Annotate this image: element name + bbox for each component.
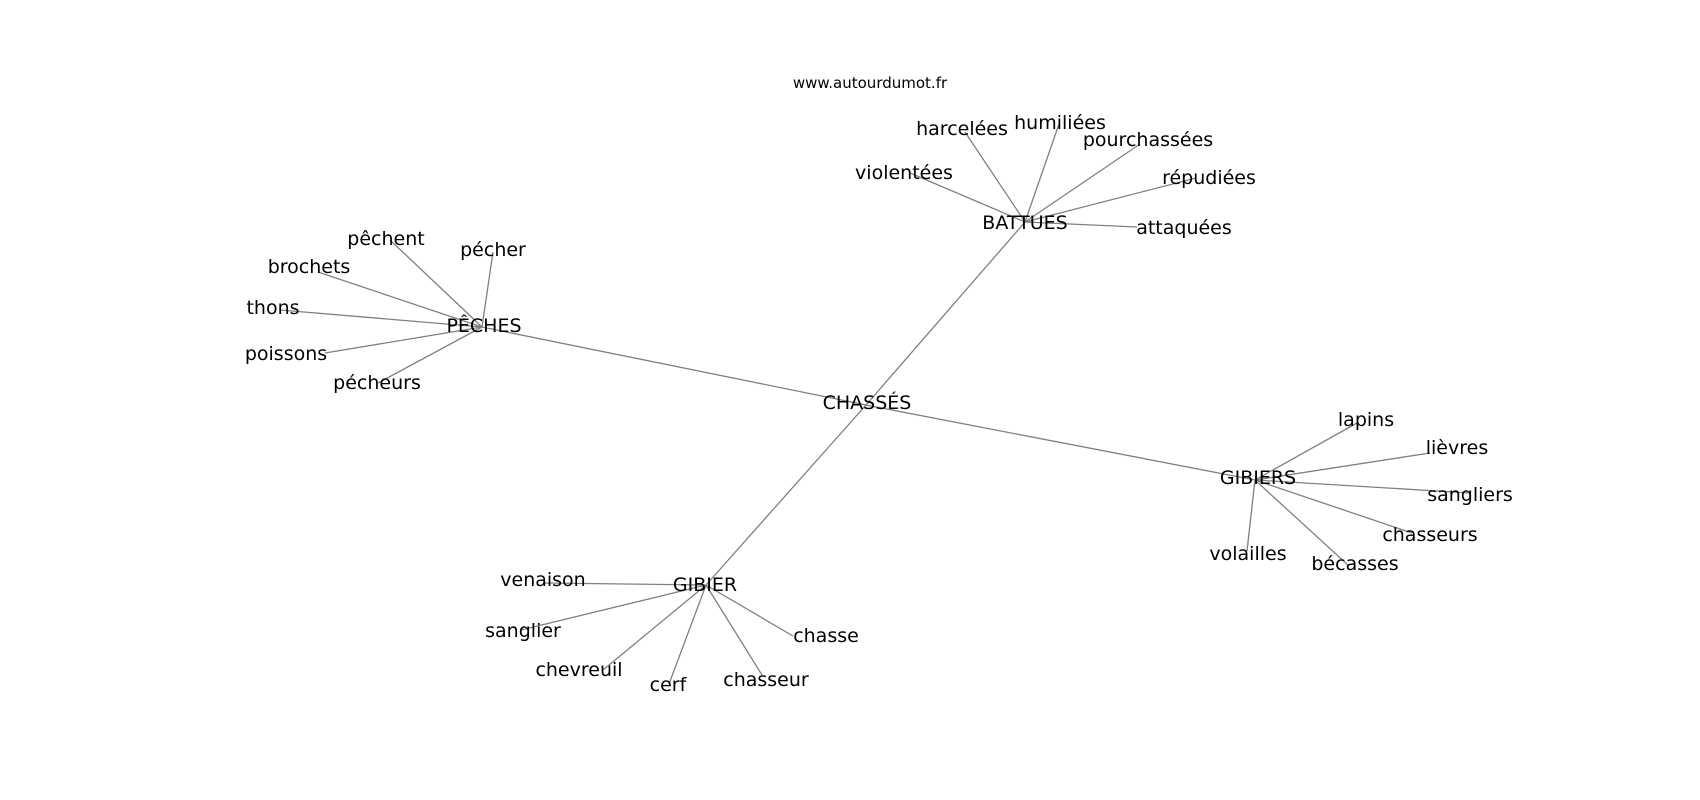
center-node-label: CHASSÉS [823,391,912,414]
leaf-node-label: pêchent [347,228,424,250]
leaf-node-label: bécasses [1311,553,1398,575]
hub-node-label: PÊCHES [446,314,521,337]
edge-hub-to-leaf [317,271,483,328]
edge-hub-to-leaf [1254,479,1471,494]
edge-hub-to-leaf [481,251,494,328]
leaf-node-label: répudiées [1162,167,1256,189]
edge-hub-to-leaf [1254,479,1413,534]
edge-hub-to-leaf [668,584,707,685]
edge-hub-to-leaf [705,584,763,676]
edge-hub-to-leaf [279,309,483,328]
graph-edges [279,123,1471,685]
leaf-node-label: sanglier [485,620,561,642]
edge-hub-to-leaf [544,582,707,586]
edge-center-to-hub [481,326,867,406]
edge-hub-to-leaf [520,584,707,631]
hub-node-label: GIBIERS [1220,467,1296,489]
leaf-node-label: chasse [793,625,859,647]
leaf-node-label: pourchassées [1083,129,1213,151]
edge-hub-to-leaf [1024,177,1197,223]
leaf-node-label: pécheurs [333,372,421,394]
edge-hub-to-leaf [964,131,1026,223]
leaf-node-label: attaquées [1136,217,1232,239]
edge-hub-to-leaf [1254,422,1358,481]
leaf-node-label: sangliers [1427,484,1513,506]
edge-hub-to-leaf [602,584,707,671]
edge-hub-to-leaf [324,326,483,354]
edge-center-to-hub [705,404,867,586]
edge-hub-to-leaf [1254,479,1350,567]
edge-hub-to-leaf [1246,479,1256,552]
leaf-node-label: volailles [1209,543,1286,565]
leaf-node-label: venaison [500,569,585,591]
watermark-text: www.autourdumot.fr [793,74,948,92]
leaf-node-label: cerf [650,674,688,696]
hub-node-label: GIBIER [673,574,737,596]
edge-hub-to-leaf [1254,452,1431,481]
leaf-node-label: violentées [855,162,953,184]
edge-hub-to-leaf [389,239,483,328]
leaf-node-label: poissons [245,343,327,365]
leaf-node-label: brochets [268,256,351,278]
hub-node-label: BATTUES [982,212,1067,234]
leaf-node-label: chasseurs [1382,524,1477,546]
edge-hub-to-leaf [1024,221,1138,228]
leaf-node-label: lièvres [1426,437,1488,459]
edge-hub-to-leaf [377,326,483,384]
edge-hub-to-leaf [1024,123,1060,223]
leaf-node-label: pécher [460,239,526,261]
edge-hub-to-leaf [909,172,1026,223]
leaf-node-label: harcelées [916,118,1008,140]
leaf-node-label: thons [246,297,299,319]
leaf-node-label: chasseur [723,669,809,691]
leaf-node-label: chevreuil [535,659,622,681]
graph-labels: CHASSÉS BATTUES harcelées humiliéespourchas… [245,112,1513,696]
leaf-node-label: lapins [1338,409,1394,431]
edge-hub-to-leaf [705,584,794,637]
edge-center-to-hub [865,404,1256,481]
edge-hub-to-leaf [1024,143,1141,223]
edge-center-to-hub [865,221,1026,406]
leaf-node-label: humiliées [1014,112,1106,134]
